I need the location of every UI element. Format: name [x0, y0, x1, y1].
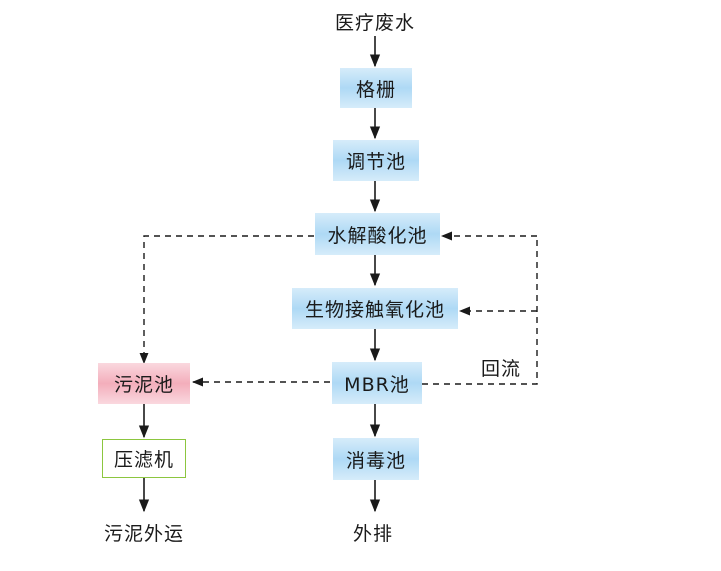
node-grille: 格栅 — [340, 68, 412, 108]
node-mbr-tank: MBR池 — [332, 362, 422, 404]
node-sludge-tank: 污泥池 — [98, 363, 190, 404]
node-regulating-tank: 调节池 — [333, 140, 419, 181]
node-filter-press: 压滤机 — [102, 439, 186, 478]
node-contact-oxidation-tank: 生物接触氧化池 — [292, 288, 458, 329]
dashed-recycle-loop — [422, 236, 538, 385]
recycle-label: 回流 — [481, 358, 522, 380]
discharge-label: 外排 — [353, 523, 394, 545]
node-hydrolysis-tank: 水解酸化池 — [315, 213, 440, 255]
source-label: 医疗废水 — [335, 12, 416, 34]
node-disinfection-tank: 消毒池 — [333, 438, 419, 480]
dashed-hydrolysis-to-sludge — [139, 235, 314, 365]
sludge-out-label: 污泥外运 — [104, 523, 185, 545]
